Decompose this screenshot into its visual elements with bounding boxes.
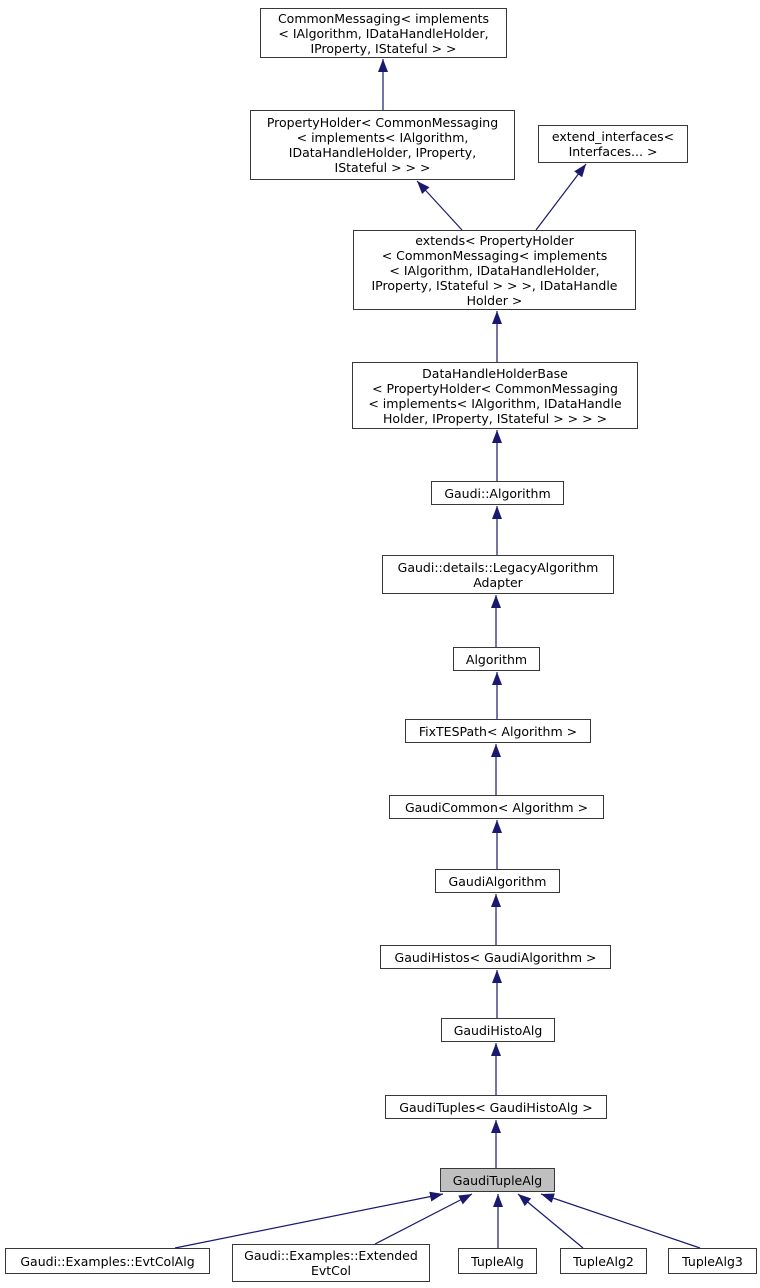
- class-node-gaudituplealg: GaudiTupleAlg: [440, 1168, 555, 1192]
- class-node-algorithm[interactable]: Algorithm: [453, 647, 540, 671]
- class-node-extendedevtcol[interactable]: Gaudi::Examples::Extended EvtCol: [232, 1244, 430, 1282]
- inherits-arrow-extends-to-extend-interfaces: [535, 163, 587, 231]
- inherits-arrow-evtcolalg-to-gaudituplealg: [174, 1191, 444, 1249]
- class-node-tuplealg[interactable]: TupleAlg: [458, 1248, 537, 1274]
- class-node-legacy-algorithm-adapter[interactable]: Gaudi::details::LegacyAlgorithm Adapter: [382, 555, 614, 594]
- class-node-propertyholder[interactable]: PropertyHolder< CommonMessaging < implem…: [250, 110, 515, 180]
- inherits-arrow-extends-to-propertyholder: [416, 180, 463, 231]
- class-node-gaudihistos[interactable]: GaudiHistos< GaudiAlgorithm >: [380, 945, 611, 969]
- class-node-gaudicommon[interactable]: GaudiCommon< Algorithm >: [389, 795, 604, 819]
- class-node-extends[interactable]: extends< PropertyHolder < CommonMessagin…: [353, 230, 636, 310]
- inherits-arrow-tuplealg3-to-gaudituplealg: [540, 1193, 701, 1249]
- class-node-gaudi-algorithm[interactable]: Gaudi::Algorithm: [431, 481, 564, 505]
- class-node-gaudialgorithm[interactable]: GaudiAlgorithm: [435, 869, 560, 893]
- class-node-tuplealg2[interactable]: TupleAlg2: [560, 1248, 647, 1274]
- class-node-evtcolalg[interactable]: Gaudi::Examples::EvtColAlg: [5, 1248, 210, 1274]
- inherits-arrow-tuplealg2-to-gaudituplealg: [517, 1193, 584, 1249]
- class-node-commonmessaging[interactable]: CommonMessaging< implements < IAlgorithm…: [260, 8, 507, 58]
- inherits-arrow-extendedevtcol-to-gaudituplealg: [374, 1193, 473, 1245]
- class-node-gaudihistoalg[interactable]: GaudiHistoAlg: [441, 1018, 555, 1042]
- class-node-fixtespath[interactable]: FixTESPath< Algorithm >: [405, 719, 591, 743]
- class-node-tuplealg3[interactable]: TupleAlg3: [668, 1248, 757, 1274]
- class-node-gaudituples[interactable]: GaudiTuples< GaudiHistoAlg >: [385, 1095, 607, 1119]
- class-node-extend-interfaces[interactable]: extend_interfaces< Interfaces... >: [538, 125, 688, 163]
- class-node-datahandleholderbase[interactable]: DataHandleHolderBase < PropertyHolder< C…: [352, 362, 638, 429]
